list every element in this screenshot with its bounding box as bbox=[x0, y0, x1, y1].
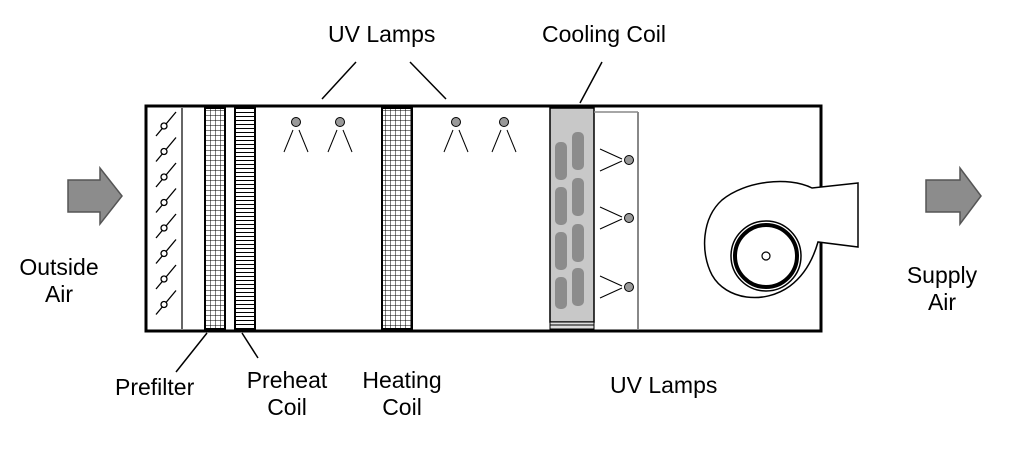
heating-coil-label-line2: Coil bbox=[382, 394, 422, 420]
supply-air-label-line2: Air bbox=[927, 289, 957, 315]
coil-slot bbox=[555, 187, 567, 225]
supply-air-arrow-icon bbox=[925, 165, 982, 227]
damper-pivot bbox=[160, 173, 168, 181]
leader-lines bbox=[175, 61, 603, 373]
damper-pivot bbox=[160, 275, 168, 283]
uv-lamp-bulb bbox=[335, 117, 345, 127]
uv-lamp-bulb bbox=[291, 117, 301, 127]
supply-air-label-line1: Supply bbox=[906, 262, 978, 288]
outside-air-arrow-icon bbox=[67, 165, 123, 227]
coil-slot bbox=[555, 277, 567, 309]
heating-coil-icon bbox=[381, 107, 413, 330]
uv-lamps-top-label: UV Lamps bbox=[328, 21, 436, 47]
uv-lamp-bulb bbox=[624, 155, 634, 165]
damper-pivot bbox=[160, 147, 168, 156]
outside-air-label-line1: Outside bbox=[19, 254, 99, 280]
damper-icon bbox=[155, 111, 177, 315]
damper-pivot bbox=[160, 122, 168, 130]
coil-slot bbox=[572, 268, 584, 306]
uv-lamp-icon bbox=[599, 148, 634, 299]
preheat-coil-label-line2: Coil bbox=[267, 394, 307, 420]
heating-coil-label-line1: Heating bbox=[362, 367, 442, 393]
coil-slot bbox=[555, 142, 567, 180]
coil-slot bbox=[555, 232, 567, 270]
damper-pivot bbox=[160, 249, 168, 258]
fan-icon bbox=[703, 180, 859, 299]
prefilter-label: Prefilter bbox=[115, 374, 195, 400]
outside-air-label-line2: Air bbox=[44, 281, 74, 307]
coil-slot bbox=[572, 132, 584, 170]
supply-air-label: Supply Air bbox=[902, 262, 982, 316]
uv-lamp-bulb bbox=[624, 213, 634, 223]
uv-lamp-bulb bbox=[624, 282, 634, 292]
preheat-coil-label-line1: Preheat bbox=[246, 367, 328, 393]
cooling-coil-label: Cooling Coil bbox=[542, 21, 667, 47]
coil-slot bbox=[572, 224, 584, 262]
damper-pivot bbox=[160, 224, 168, 232]
uv-lamp-bulb bbox=[451, 117, 461, 127]
uv-lamp-icon bbox=[283, 117, 517, 153]
preheat-coil-label: Preheat Coil bbox=[236, 367, 338, 421]
damper-pivot bbox=[160, 300, 168, 309]
preheat-coil-icon bbox=[234, 107, 256, 330]
prefilter-grid-icon bbox=[204, 107, 226, 330]
outside-air-label: Outside Air bbox=[14, 254, 104, 308]
coil-slot bbox=[572, 178, 584, 216]
uv-lamp-bulb bbox=[499, 117, 509, 127]
damper-pivot bbox=[160, 198, 168, 207]
heating-coil-label: Heating Coil bbox=[352, 367, 452, 421]
uv-lamps-bottom-label: UV Lamps bbox=[610, 372, 718, 398]
